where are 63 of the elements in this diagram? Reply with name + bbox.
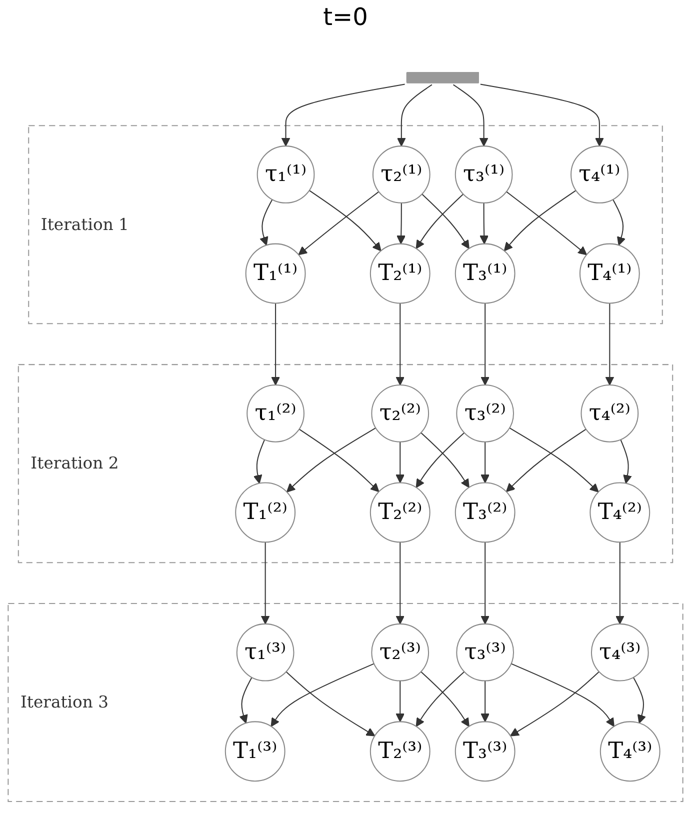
node-circle: T₃⁽¹⁾ xyxy=(454,243,516,304)
arrow xyxy=(253,439,266,484)
arrow xyxy=(509,428,599,492)
node-circle: T₂⁽³⁾ xyxy=(370,721,430,782)
node-circle: τ₄⁽²⁾ xyxy=(580,384,639,442)
arrow xyxy=(416,194,464,249)
node-circle: τ₂⁽¹⁾ xyxy=(372,146,430,204)
arrow xyxy=(620,439,632,484)
node-circle: τ₂⁽²⁾ xyxy=(371,384,430,442)
arrow xyxy=(239,677,252,724)
arrow xyxy=(480,202,489,244)
node-circle: τ₃⁽¹⁾ xyxy=(454,146,513,204)
node-circle: T₁⁽¹⁾ xyxy=(245,243,306,304)
node-circle: τ₃⁽²⁾ xyxy=(456,384,514,442)
arrow xyxy=(260,199,273,246)
arrow xyxy=(308,190,382,252)
node-circle: T₂⁽²⁾ xyxy=(370,482,430,543)
arrow xyxy=(615,542,624,624)
arrow xyxy=(281,84,405,146)
node-circle: τ₁⁽¹⁾ xyxy=(256,146,315,204)
node-circle: T₄⁽²⁾ xyxy=(590,482,650,543)
arrow xyxy=(506,428,586,492)
arrow xyxy=(396,303,405,386)
arrow xyxy=(453,84,488,146)
node-circle: τ₂⁽³⁾ xyxy=(371,623,430,682)
arrow xyxy=(480,442,490,484)
arrow xyxy=(286,428,376,492)
arrow xyxy=(260,542,270,624)
node-circle: τ₄⁽³⁾ xyxy=(590,623,649,682)
arrow xyxy=(396,202,406,244)
arrow xyxy=(480,303,490,386)
arrow xyxy=(298,428,380,492)
node-circle: T₁⁽³⁾ xyxy=(224,721,286,782)
arrow xyxy=(480,542,490,624)
arrow xyxy=(510,663,614,727)
arrow xyxy=(270,663,374,727)
time-label: t=0 xyxy=(323,3,368,31)
arrow xyxy=(612,199,626,246)
node-circle: τ₁⁽²⁾ xyxy=(246,384,304,442)
node-circle: T₁⁽²⁾ xyxy=(235,482,296,543)
arrow xyxy=(396,84,432,146)
arrow xyxy=(286,671,376,736)
arrow xyxy=(396,680,405,722)
arrow xyxy=(480,84,604,146)
arrow xyxy=(396,542,405,624)
arrow xyxy=(298,191,380,256)
node-circle: T₄⁽³⁾ xyxy=(600,721,660,782)
arrow xyxy=(504,190,576,252)
arrow xyxy=(271,303,280,386)
node-circle: τ₄⁽¹⁾ xyxy=(570,146,628,204)
arrow xyxy=(480,680,490,722)
arrow xyxy=(422,194,470,249)
node-circle: T₄⁽¹⁾ xyxy=(579,243,640,304)
arrow xyxy=(605,303,614,386)
node-circle: T₂⁽¹⁾ xyxy=(370,243,430,304)
arrow xyxy=(506,191,588,256)
arrow xyxy=(632,677,646,724)
node-circle: τ₁⁽³⁾ xyxy=(236,623,294,682)
arrow xyxy=(396,442,405,484)
arrow xyxy=(510,671,600,736)
node-circle: T₃⁽²⁾ xyxy=(454,482,516,543)
node-circle: τ₃⁽³⁾ xyxy=(456,623,514,682)
node-circle: T₃⁽³⁾ xyxy=(454,721,516,782)
